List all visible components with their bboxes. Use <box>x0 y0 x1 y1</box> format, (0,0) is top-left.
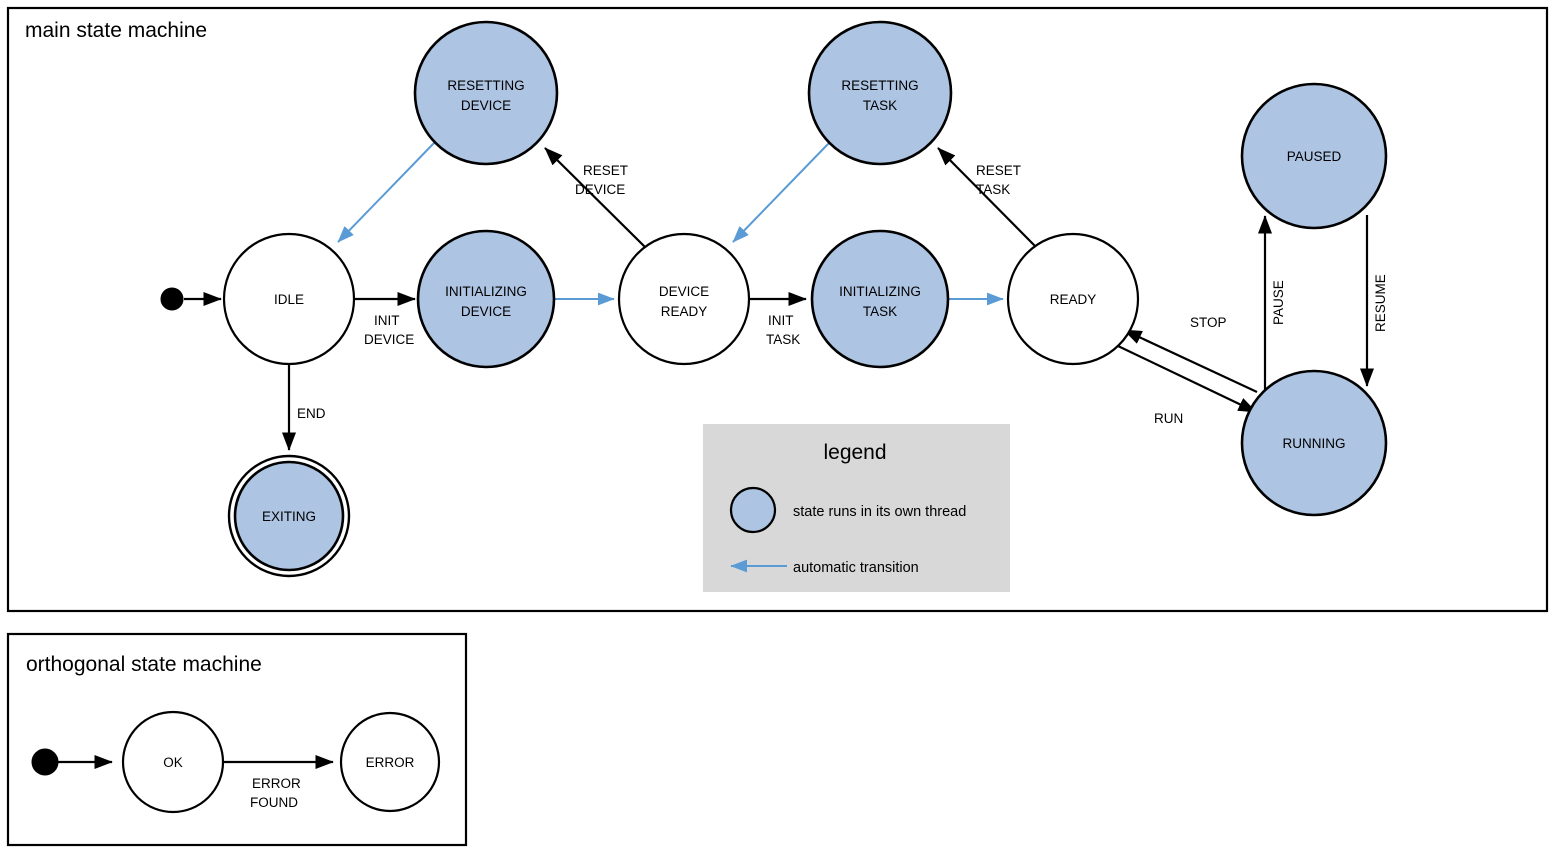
transition-ready-to-resetting-task <box>937 147 1036 247</box>
state-ok-shape <box>121 710 225 814</box>
state-paused[interactable]: PAUSED <box>1240 82 1388 230</box>
state-initializing-device[interactable]: INITIALIZING DEVICE <box>416 229 556 369</box>
transition-label-run: RUN <box>1154 411 1183 426</box>
state-initializing-task-label-line1: INITIALIZING <box>839 284 921 299</box>
state-initializing-task[interactable]: INITIALIZING TASK <box>810 229 950 369</box>
state-paused-label: PAUSED <box>1287 149 1342 164</box>
legend-title: legend <box>823 441 886 464</box>
state-initializing-device-label-line1: INITIALIZING <box>445 284 527 299</box>
state-resetting-device[interactable]: RESETTING DEVICE <box>413 20 559 166</box>
state-resetting-task-label-line1: RESETTING <box>841 78 918 93</box>
state-exiting-label: EXITING <box>262 509 316 524</box>
transition-ready-to-running <box>1117 345 1257 413</box>
state-initializing-device-label-line2: DEVICE <box>461 304 511 319</box>
state-initializing-device-shape <box>416 229 556 369</box>
transition-label-init-device-line1: INIT <box>374 313 400 328</box>
legend-auto-transition-text: automatic transition <box>793 560 919 576</box>
state-resetting-task[interactable]: RESETTING TASK <box>807 20 953 166</box>
state-idle[interactable]: IDLE <box>222 232 356 366</box>
initial-state-dot-orthogonal <box>31 748 59 776</box>
state-ready-shape <box>1006 232 1140 366</box>
state-ok-label: OK <box>163 755 183 770</box>
transition-label-resume: RESUME <box>1373 274 1388 332</box>
state-error-shape <box>339 711 441 813</box>
state-resetting-device-label-line1: RESETTING <box>447 78 524 93</box>
state-running-shape <box>1240 369 1388 517</box>
transition-label-reset-device-line1: RESET <box>583 163 628 178</box>
initial-state-dot-main <box>160 287 184 311</box>
state-initializing-task-shape <box>810 229 950 369</box>
transition-label-reset-device-line2: DEVICE <box>575 182 625 197</box>
transition-running-to-ready <box>1123 329 1258 393</box>
state-device-ready-shape <box>617 232 751 366</box>
transition-label-init-task-line1: INIT <box>768 313 794 328</box>
state-initializing-task-label-line2: TASK <box>863 304 897 319</box>
state-device-ready-label-line1: DEVICE <box>659 284 709 299</box>
state-resetting-task-label-line2: TASK <box>863 98 897 113</box>
orthogonal-frame-title: orthogonal state machine <box>26 653 262 676</box>
transition-label-stop: STOP <box>1190 315 1227 330</box>
transition-label-reset-task-line1: RESET <box>976 163 1021 178</box>
legend-thread-state-icon <box>729 486 777 534</box>
legend: legend state runs in its own thread auto… <box>703 424 1010 592</box>
state-ready[interactable]: READY <box>1006 232 1140 366</box>
transition-device-ready-to-resetting-device <box>544 147 646 248</box>
state-ready-label: READY <box>1050 292 1097 307</box>
state-idle-shape <box>222 232 356 366</box>
transition-label-pause: PAUSE <box>1271 280 1286 325</box>
state-exiting-outer-ring <box>227 454 351 578</box>
state-device-ready-label-line2: READY <box>661 304 708 319</box>
transition-label-init-task-line2: TASK <box>766 332 800 347</box>
transition-label-end: END <box>297 406 326 421</box>
main-frame-title: main state machine <box>25 19 207 42</box>
transition-label-error-found-line2: FOUND <box>250 795 298 810</box>
transition-label-reset-task-line2: TASK <box>976 182 1010 197</box>
transition-resetting-device-to-idle <box>337 142 435 243</box>
transition-label-error-found-line1: ERROR <box>252 776 301 791</box>
state-error-label: ERROR <box>366 755 415 770</box>
state-exiting[interactable]: EXITING <box>227 454 351 578</box>
state-resetting-task-shape <box>807 20 953 166</box>
state-device-ready[interactable]: DEVICE READY <box>617 232 751 366</box>
state-running[interactable]: RUNNING <box>1240 369 1388 517</box>
legend-thread-state-text: state runs in its own thread <box>793 504 966 520</box>
state-paused-shape <box>1240 82 1388 230</box>
state-error[interactable]: ERROR <box>339 711 441 813</box>
state-idle-label: IDLE <box>274 292 304 307</box>
state-resetting-device-label-line2: DEVICE <box>461 98 511 113</box>
state-resetting-device-shape <box>413 20 559 166</box>
transition-resetting-task-to-device-ready <box>732 142 830 243</box>
state-running-label: RUNNING <box>1283 436 1346 451</box>
state-ok[interactable]: OK <box>121 710 225 814</box>
state-exiting-shape <box>233 460 345 572</box>
transition-label-init-device-line2: DEVICE <box>364 332 414 347</box>
